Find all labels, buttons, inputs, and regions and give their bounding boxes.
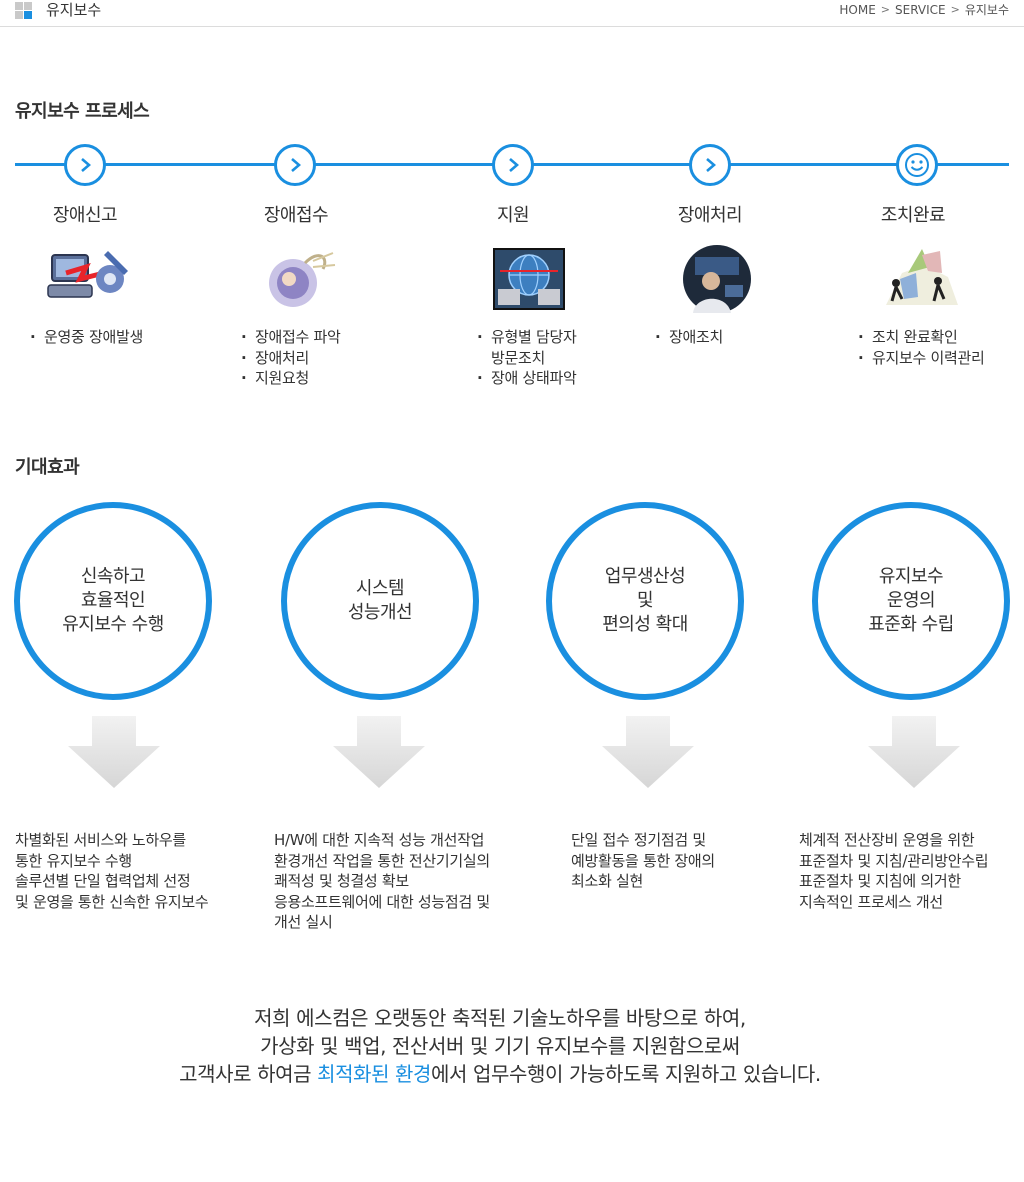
down-arrow-icon: [602, 716, 694, 788]
down-arrow-icon: [333, 716, 425, 788]
effect-2-circle: 시스템 성능개선: [281, 502, 479, 700]
list-item: 조치 완료확인: [858, 327, 984, 348]
header-bar: 유지보수 HOME > SERVICE > 유지보수: [0, 0, 1024, 27]
step-4-node: [689, 144, 731, 186]
effect-4-label: 유지보수 운영의 표준화 수립: [868, 566, 954, 635]
effect-1-circle: 신속하고 효율적인 유지보수 수행: [14, 502, 212, 700]
effect-1-description: 차별화된 서비스와 노하우를 통한 유지보수 수행 솔루션별 단일 협력업체 선…: [15, 831, 209, 911]
effect-3-description: 단일 접수 정기점검 및 예방활동을 통한 장애의 최소화 실현: [571, 831, 715, 890]
chevron-right-icon: [81, 158, 91, 172]
chevron-right-icon: [509, 158, 519, 172]
step-5-node: [896, 144, 938, 186]
statement-line-3: 고객사로 하여금 최적화된 환경에서 업무수행이 가능하도록 지원하고 있습니다…: [0, 1060, 1000, 1088]
chevron-right-icon: >: [880, 3, 891, 16]
list-item: 운영중 장애발생: [30, 327, 143, 348]
list-item: 장애처리: [241, 348, 340, 369]
effect-3-circle: 업무생산성 및 편의성 확대: [546, 502, 744, 700]
step-3-name: 지원: [496, 205, 530, 226]
list-item: 장애조치: [655, 327, 723, 348]
statement-line-1: 저희 에스컴은 오랫동안 축적된 기술노하우를 바탕으로 하여,: [254, 1006, 746, 1030]
smiley-icon: [905, 153, 929, 177]
support-agent-illustration: [269, 252, 336, 307]
step-2-name: 장애접수: [263, 205, 329, 226]
page-title: 유지보수: [46, 1, 102, 19]
down-arrow-icon: [868, 716, 960, 788]
step-2-items: 장애접수 파악 장애처리 지원요청: [241, 327, 341, 389]
step-5-name: 조치완료: [880, 205, 946, 226]
effects-section-title: 기대효과: [15, 457, 80, 478]
effect-2-description: H/W에 대한 지속적 성능 개선작업 환경개선 작업을 통한 전산기기실의 쾌…: [274, 831, 490, 931]
technician-illustration: [683, 245, 751, 313]
statement-line-3-end: 에서 업무수행이 가능하도록 지원하고 있습니다.: [431, 1062, 821, 1086]
step-1-items: 운영중 장애발생: [30, 327, 143, 348]
breadcrumb-current: 유지보수: [964, 3, 1009, 17]
step-3-items: 유형별 담당자 방문조치 장애 상태파악: [477, 327, 577, 389]
list-item: 유형별 담당자: [477, 327, 577, 348]
down-arrow-icon: [68, 716, 160, 788]
list-item: 방문조치: [491, 348, 546, 367]
breadcrumb-home[interactable]: HOME: [839, 3, 876, 17]
step-4-name: 장애처리: [677, 205, 743, 226]
network-globe-illustration: [493, 248, 565, 310]
statement-line-2: 가상화 및 백업, 전산서버 및 기기 유지보수를 지원함으로써: [260, 1034, 740, 1058]
chevron-right-icon: >: [950, 3, 960, 16]
chevron-right-icon: [706, 158, 716, 172]
computer-error-illustration: [47, 251, 128, 298]
list-item: 유지보수 이력관리: [858, 348, 985, 369]
step-1-name: 장애신고: [52, 205, 118, 226]
list-item: 장애접수 파악: [241, 327, 341, 348]
statement-highlight: 최적화된 환경: [317, 1062, 432, 1086]
list-item: 지원요청: [241, 368, 340, 389]
step-4-items: 장애조치: [655, 327, 723, 348]
breadcrumb: HOME > SERVICE > 유지보수: [839, 2, 1009, 18]
company-statement: 저희 에스컴은 오랫동안 축적된 기술노하우를 바탕으로 하여, 가상화 및 백…: [0, 1004, 1000, 1088]
breadcrumb-service[interactable]: SERVICE: [895, 3, 946, 17]
grid-icon: [15, 2, 33, 20]
puzzle-completion-illustration: [886, 249, 958, 305]
step-1-node: [64, 144, 106, 186]
effect-4-description: 체계적 전산장비 운영을 위한 표준절차 및 지침/관리방안수립 표준절차 및 …: [799, 831, 989, 911]
process-section-title: 유지보수 프로세스: [15, 101, 150, 122]
step-2-node: [274, 144, 316, 186]
list-item: 장애 상태파악: [477, 368, 577, 389]
chevron-right-icon: [291, 158, 301, 172]
effect-4-circle: 유지보수 운영의 표준화 수립: [812, 502, 1010, 700]
effect-2-label: 시스템 성능개선: [347, 578, 413, 623]
effect-3-label: 업무생산성 및 편의성 확대: [602, 566, 688, 635]
statement-line-3-start: 고객사로 하여금: [179, 1062, 318, 1086]
step-5-items: 조치 완료확인 유지보수 이력관리: [858, 327, 985, 369]
step-3-node: [492, 144, 534, 186]
effect-1-label: 신속하고 효율적인 유지보수 수행: [62, 566, 164, 635]
